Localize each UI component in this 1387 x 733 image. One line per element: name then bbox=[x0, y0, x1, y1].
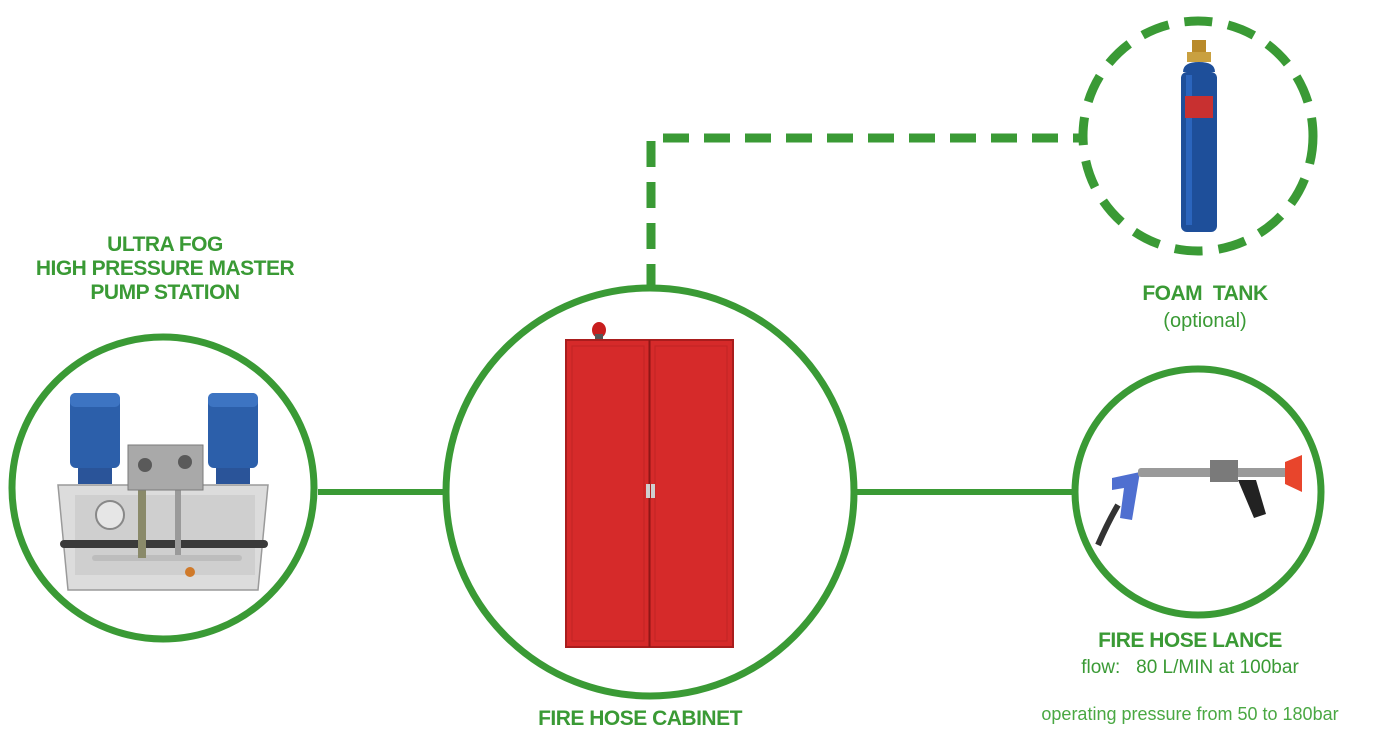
pump-station-title: ULTRA FOG HIGH PRESSURE MASTER PUMP STAT… bbox=[0, 233, 330, 305]
foam-tank-image bbox=[1181, 40, 1217, 232]
fire-hose-cabinet-title: FIRE HOSE CABINET bbox=[480, 707, 800, 731]
pump-station-title-line: PUMP STATION bbox=[0, 281, 330, 305]
fire-hose-cabinet-image bbox=[566, 322, 733, 647]
fire-hose-lance-node bbox=[1075, 369, 1321, 615]
pump-station-node bbox=[12, 337, 314, 639]
pump-station-title-line: HIGH PRESSURE MASTER bbox=[0, 257, 330, 281]
foam-tank-subtitle: (optional) bbox=[1090, 310, 1320, 333]
connector-cabinet-to-foam-dashed bbox=[651, 138, 1082, 290]
foam-tank-title: FOAM TANK bbox=[1090, 282, 1320, 306]
fire-hose-cabinet-node bbox=[446, 288, 854, 696]
pump-station-title-line: ULTRA FOG bbox=[0, 233, 330, 257]
foam-tank-node bbox=[1083, 21, 1313, 251]
fire-hose-lance-flow: flow: 80 L/MIN at 100bar bbox=[1040, 657, 1340, 679]
fire-hose-lance-pressure: operating pressure from 50 to 180bar bbox=[1000, 704, 1380, 725]
fire-hose-lance-title: FIRE HOSE LANCE bbox=[1040, 629, 1340, 653]
